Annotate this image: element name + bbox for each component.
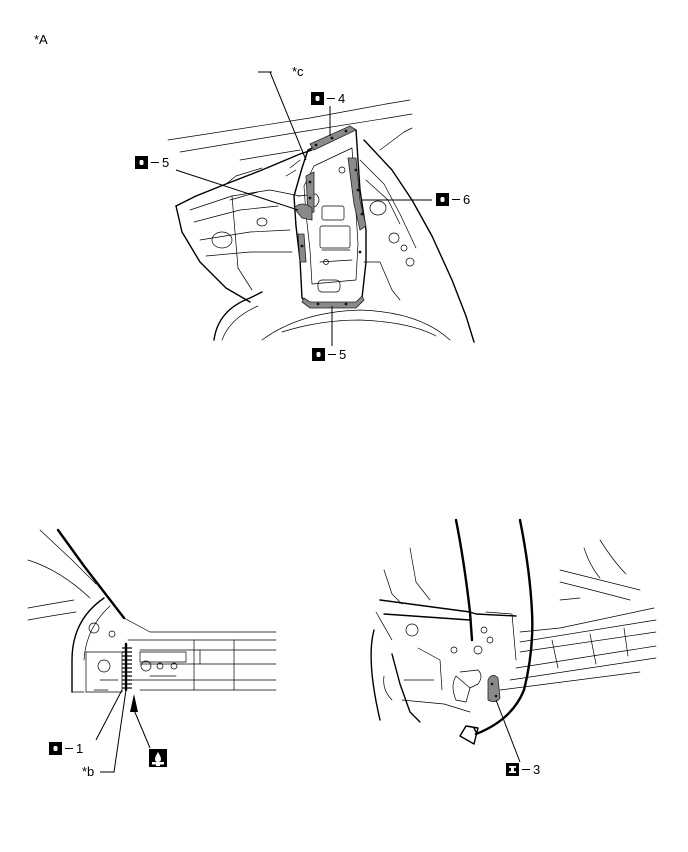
upper-illustration xyxy=(167,99,475,343)
callout-b: *b xyxy=(82,689,127,779)
callout-b-label: *b xyxy=(82,764,94,779)
sealer-bead-6 xyxy=(347,157,367,231)
callout-3: 3 xyxy=(495,699,540,777)
sealer-bead-5-bottom xyxy=(301,295,365,309)
sealer-bead-5-left xyxy=(297,233,307,263)
callout-6: 6 xyxy=(362,192,470,207)
callout-3-number: 3 xyxy=(533,762,540,777)
callout-c: *c xyxy=(258,64,307,161)
sealer-bead-5-curve xyxy=(293,203,313,221)
callout-5-left: 5 xyxy=(135,155,299,211)
callout-6-number: 6 xyxy=(463,192,470,207)
sealer-gun-callout xyxy=(130,694,167,767)
lower-right-illustration xyxy=(370,518,657,745)
callout-c-label: *c xyxy=(292,64,304,79)
callout-1-number: 1 xyxy=(76,741,83,756)
view-label-a: *A xyxy=(34,32,48,47)
sealer-bead-5-upper xyxy=(305,171,315,215)
callout-5-bottom-number: 5 xyxy=(339,347,346,362)
callout-4-number: 4 xyxy=(338,91,345,106)
callout-5-bottom: 5 xyxy=(312,306,346,362)
lower-left-illustration xyxy=(27,528,277,693)
callout-5-left-number: 5 xyxy=(162,155,169,170)
sealer-patch-3 xyxy=(487,675,501,702)
callout-4: 4 xyxy=(311,91,345,136)
callout-1: 1 xyxy=(49,689,123,756)
